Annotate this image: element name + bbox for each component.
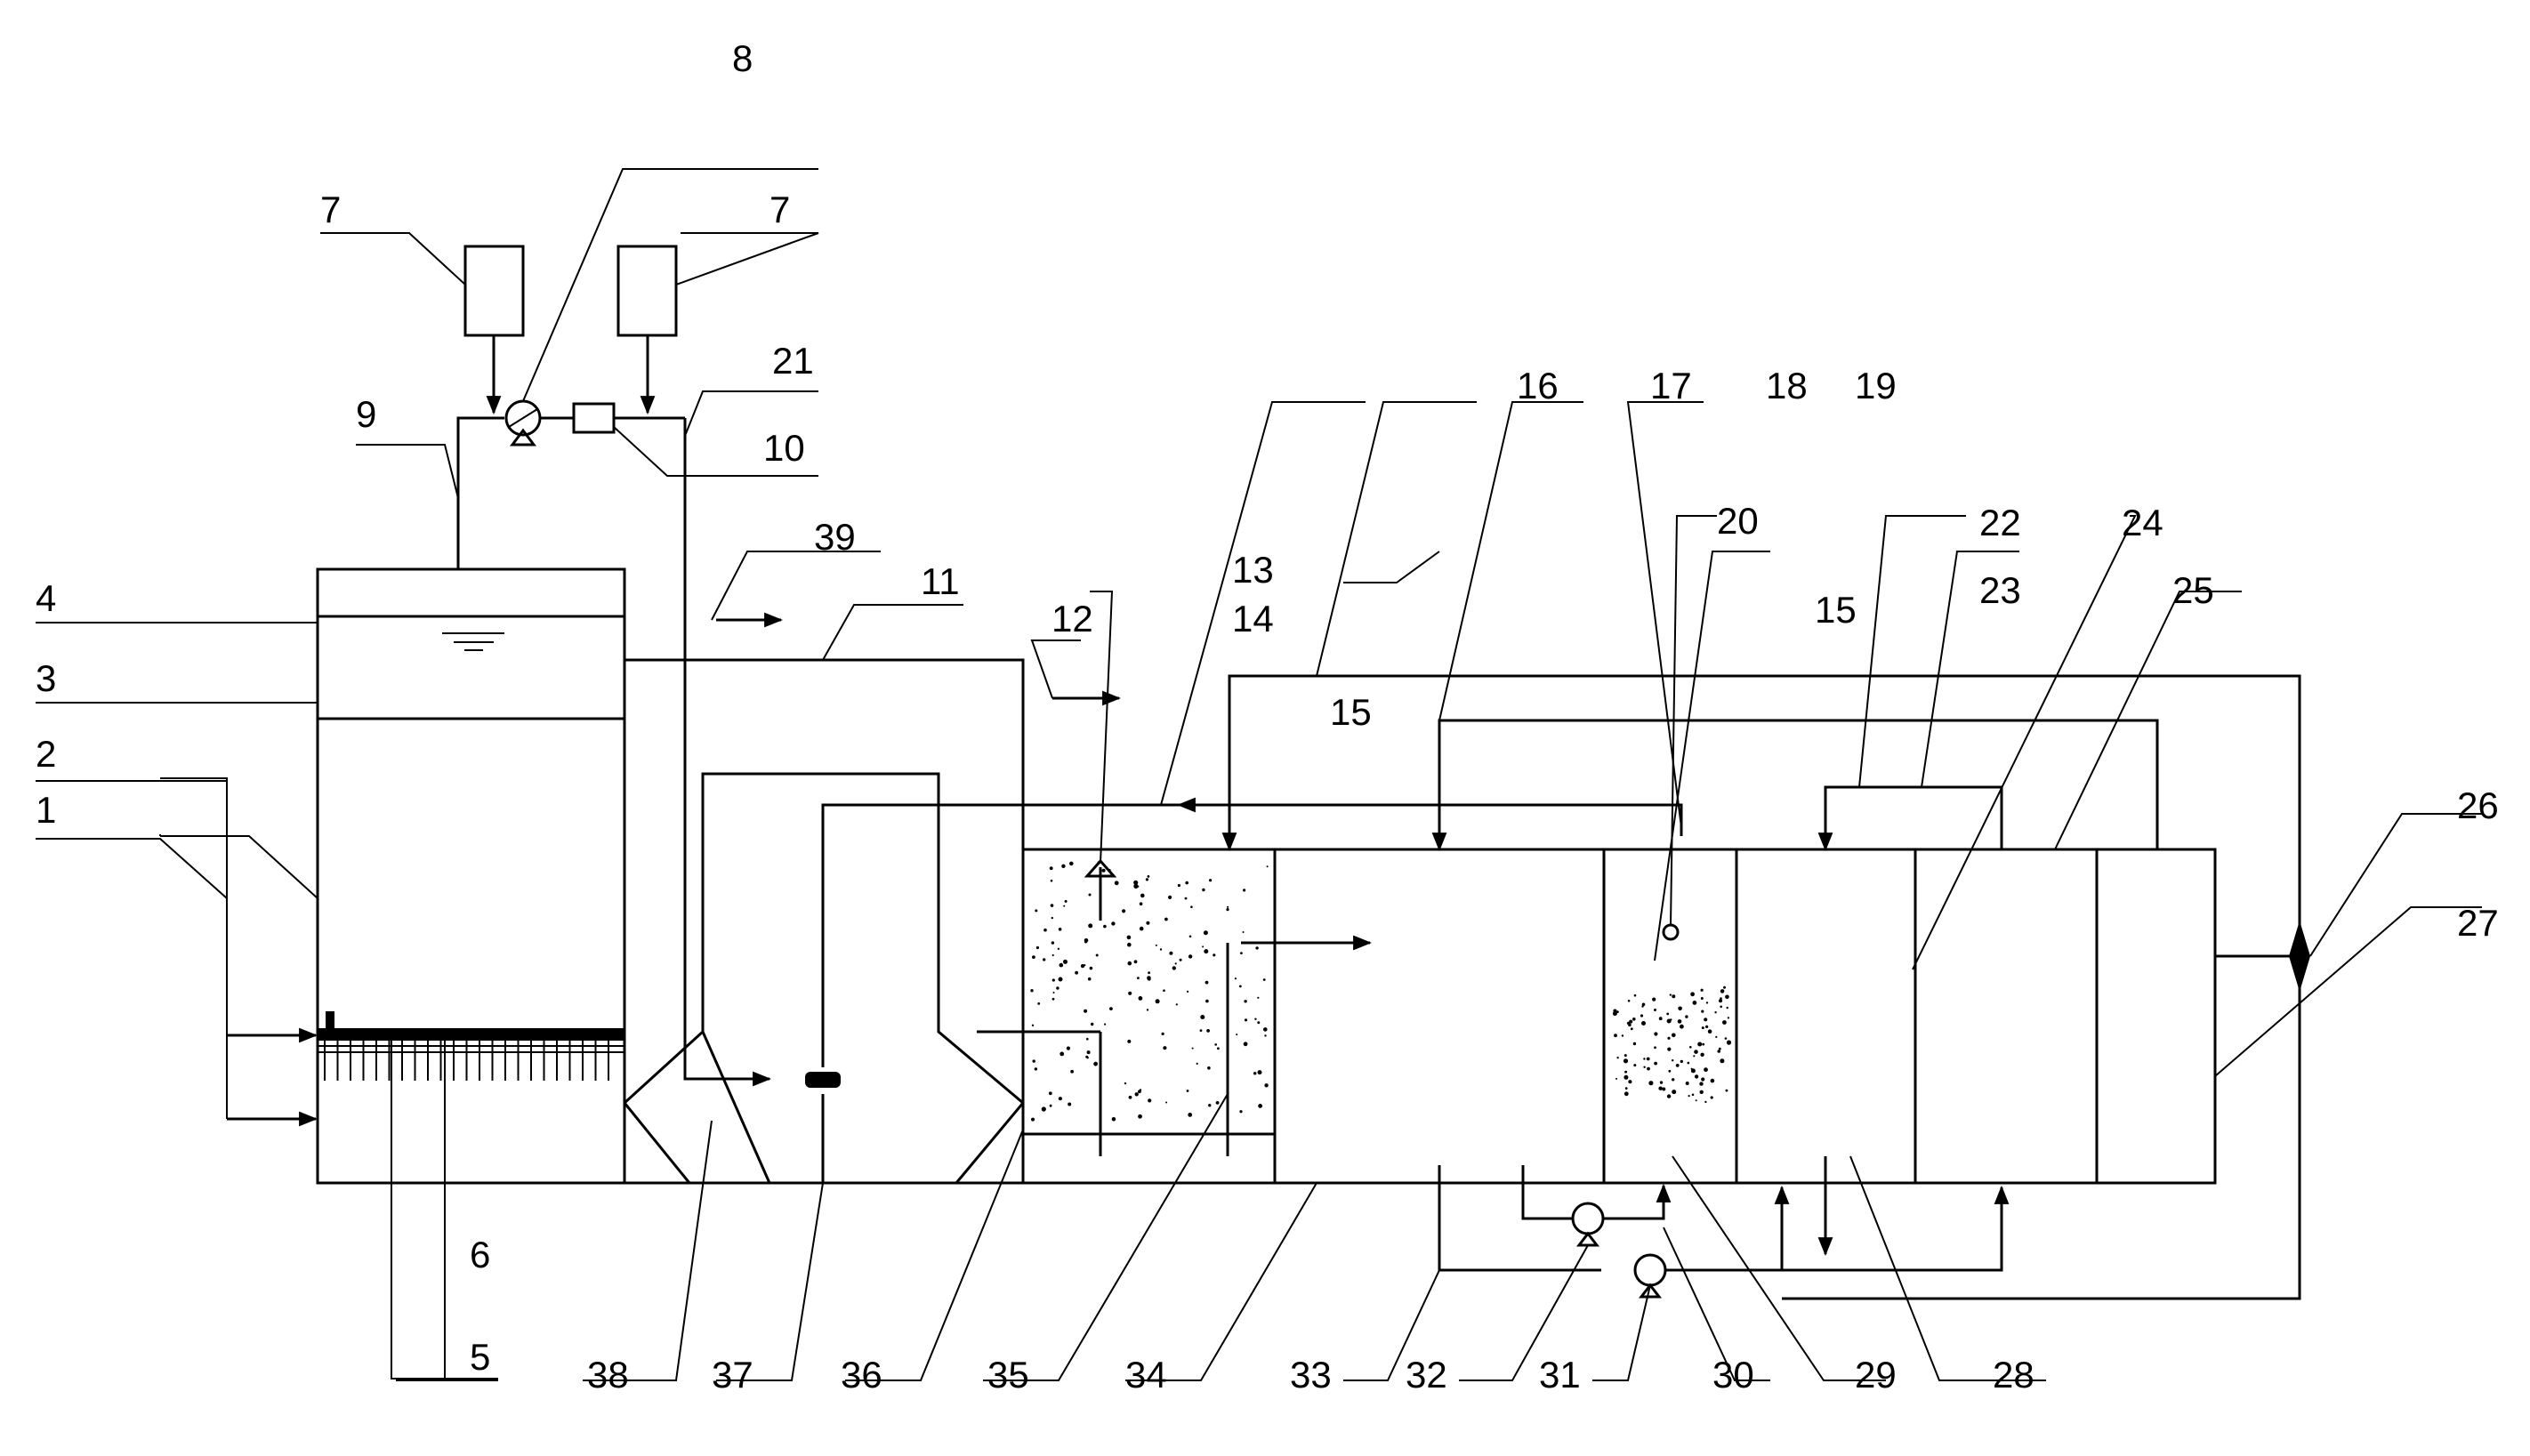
- label-22: 22: [1979, 502, 2021, 543]
- label-19: 19: [1855, 365, 1897, 406]
- label-33: 33: [1290, 1354, 1332, 1396]
- label-27: 27: [2457, 902, 2499, 944]
- label-7a: 7: [320, 189, 341, 230]
- dosing-tank-right: [616, 245, 678, 415]
- label-15a: 15: [1330, 691, 1372, 733]
- label-8: 8: [732, 37, 753, 79]
- label-15b: 15: [1815, 589, 1857, 631]
- dosing-pump: [504, 399, 542, 446]
- label-6: 6: [470, 1234, 490, 1275]
- label-3: 3: [36, 657, 56, 699]
- label-24: 24: [2122, 502, 2163, 543]
- filter-tank: [1021, 848, 1277, 1185]
- label-28: 28: [1993, 1354, 2034, 1396]
- label-25: 25: [2172, 569, 2214, 611]
- label-26: 26: [2457, 784, 2499, 826]
- label-12: 12: [1051, 598, 1093, 640]
- label-2: 2: [36, 733, 56, 775]
- label-13: 13: [1232, 549, 1274, 591]
- label-9: 9: [356, 393, 376, 435]
- flow-meter: [572, 402, 616, 434]
- label-34: 34: [1125, 1354, 1167, 1396]
- label-4: 4: [36, 577, 56, 619]
- label-29: 29: [1855, 1354, 1897, 1396]
- reactor-tank: [316, 567, 626, 1185]
- label-18: 18: [1766, 365, 1808, 406]
- pump-32: [1571, 1202, 1605, 1247]
- label-32: 32: [1406, 1354, 1447, 1396]
- label-39: 39: [814, 516, 856, 558]
- label-23: 23: [1979, 569, 2021, 611]
- label-5: 5: [470, 1336, 490, 1378]
- effluent-valve: [2289, 921, 2310, 992]
- label-20: 20: [1717, 500, 1759, 542]
- label-37: 37: [712, 1354, 753, 1396]
- label-31: 31: [1539, 1354, 1581, 1396]
- pump-31: [1633, 1253, 1667, 1299]
- callout-labels: 1 2 3 4 5 6 7 7 8 9 10 11 12 13 14 15 15…: [36, 37, 2499, 1396]
- bio-reactor-train: [1273, 848, 2217, 1185]
- dosing-tank-left: [463, 245, 525, 415]
- leader-lines: [36, 168, 2482, 1381]
- label-17: 17: [1650, 365, 1692, 406]
- label-16: 16: [1517, 365, 1559, 406]
- sensor-20: [1662, 923, 1680, 941]
- label-38: 38: [587, 1354, 629, 1396]
- label-35: 35: [987, 1354, 1029, 1396]
- label-1: 1: [36, 789, 56, 831]
- label-10: 10: [763, 427, 805, 469]
- label-11: 11: [921, 560, 960, 602]
- label-36: 36: [841, 1354, 882, 1396]
- diffuser-comb: [318, 1011, 624, 1081]
- label-30: 30: [1712, 1354, 1754, 1396]
- label-14: 14: [1232, 598, 1274, 640]
- label-21: 21: [772, 340, 814, 382]
- valve-37: [805, 1072, 841, 1088]
- label-7b: 7: [769, 189, 790, 230]
